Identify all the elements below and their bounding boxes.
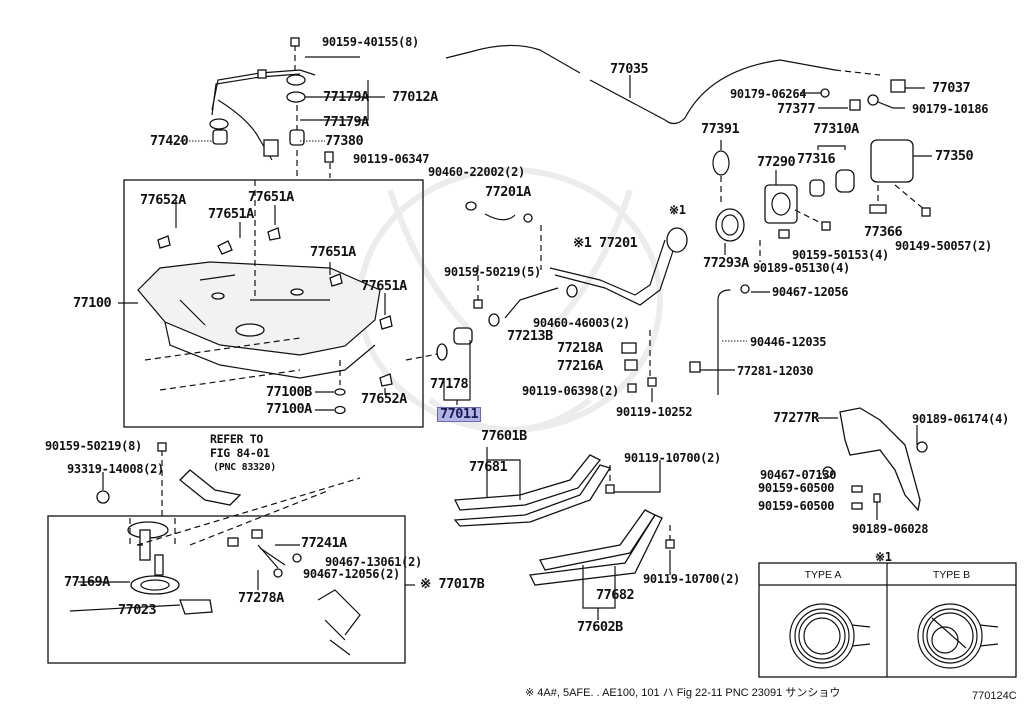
part-label-77100A[interactable]: 77100A [266, 401, 312, 417]
part-label-90460-22002[interactable]: 90460-22002(2) [428, 165, 525, 179]
fuel-pump-77017B [69, 442, 415, 656]
part-label-77651A[interactable]: 77651A [208, 206, 254, 222]
part-label-77290[interactable]: 77290 [757, 154, 796, 170]
type-legend-mark: ※1 [875, 550, 892, 564]
type-b-header: TYPE B [932, 569, 971, 581]
part-label-77651A[interactable]: 77651A [310, 244, 356, 260]
part-label-90467-07130[interactable]: 90467-07130 [760, 468, 837, 482]
part-label-90189-06174[interactable]: 90189-06174(4) [912, 412, 1009, 426]
part-label-77602B[interactable]: 77602B [577, 619, 623, 635]
part-label-90119-10700[interactable]: 90119-10700(2) [643, 572, 740, 586]
part-label-77179A[interactable]: 77179A [323, 114, 369, 130]
part-label-90119-10700[interactable]: 90119-10700(2) [624, 451, 721, 465]
splash-guard-77277R [818, 407, 928, 520]
part-label-77023[interactable]: 77023 [118, 602, 157, 618]
part-label-90119-06398[interactable]: 90119-06398(2) [522, 384, 619, 398]
footnote: ※ 4A#, 5AFE. . AE100, 101 ハ Fig 22-11 PN… [525, 687, 841, 699]
part-label-77277R[interactable]: 77277R [773, 410, 819, 426]
part-label-77652A[interactable]: 77652A [140, 192, 186, 208]
filler-pipe-77201 [405, 201, 688, 405]
part-label-90467-12056[interactable]: 90467-12056(2) [303, 567, 400, 581]
part-label-77681[interactable]: 77681 [469, 459, 508, 475]
part-label-77241A[interactable]: 77241A [301, 535, 347, 551]
part-label-90159-50153[interactable]: 90159-50153(4) [792, 248, 889, 262]
part-label-77037[interactable]: 77037 [932, 80, 971, 96]
fuel-lines-icon [317, 589, 361, 656]
part-label-77651A[interactable]: 77651A [361, 278, 407, 294]
part-label-77380[interactable]: 77380 [325, 133, 364, 149]
fuel-pump-group-box [47, 515, 406, 664]
part-label-90159-60500[interactable]: 90159-60500 [758, 481, 835, 495]
fuel-lid-parts [689, 79, 932, 395]
part-label-90446-12035[interactable]: 90446-12035 [750, 335, 827, 349]
part-label-77350[interactable]: 77350 [935, 148, 974, 164]
part-label-77281-12030[interactable]: 77281-12030 [737, 364, 814, 378]
part-label-77201[interactable]: ※1 77201 [573, 235, 638, 251]
part-label-77391[interactable]: 77391 [701, 121, 740, 137]
fuel-tank-77100 [118, 180, 393, 415]
part-label-77377[interactable]: 77377 [777, 101, 816, 117]
part-label-90159-50219-5[interactable]: 90159-50219(5) [444, 265, 541, 279]
part-label-90467-12056[interactable]: 90467-12056 [772, 285, 849, 299]
refer-note-line3[interactable]: (PNC 83320) [213, 462, 276, 473]
part-label-90189-05130[interactable]: 90189-05130(4) [753, 261, 850, 275]
part-label-77017B[interactable]: ※ 77017B [420, 576, 485, 592]
part-label-90179-06264[interactable]: 90179-06264 [730, 87, 807, 101]
vent-tube-77012A [180, 37, 385, 178]
part-label-77218A[interactable]: 77218A [557, 340, 603, 356]
part-label-77011-highlighted[interactable]: 77011 [437, 407, 482, 422]
refer-note-line1: REFER TO [210, 432, 263, 446]
type-b-cap-icon [917, 603, 999, 669]
part-label-77169A[interactable]: 77169A [64, 574, 110, 590]
type-a-cap-icon [789, 603, 871, 669]
part-label-90179-10186[interactable]: 90179-10186 [912, 102, 989, 116]
part-label-93319-14008[interactable]: 93319-14008(2) [67, 462, 164, 476]
part-label-77178[interactable]: 77178 [430, 376, 469, 392]
part-label-77652A[interactable]: 77652A [361, 391, 407, 407]
part-label-90159-60500[interactable]: 90159-60500 [758, 499, 835, 513]
part-label-90467-13061[interactable]: 90467-13061(2) [325, 555, 422, 569]
part-label-77035[interactable]: 77035 [610, 61, 649, 77]
part-label-77366[interactable]: 77366 [864, 224, 903, 240]
part-label-77601B[interactable]: 77601B [481, 428, 527, 444]
part-label-90159-50219-8[interactable]: 90159-50219(8) [45, 439, 142, 453]
part-label-90460-46003[interactable]: 90460-46003(2) [533, 316, 630, 330]
part-label-77179A[interactable]: 77179A [323, 89, 369, 105]
fuel-lid-cable-77035 [445, 44, 881, 125]
note-mark-1: ※1 [669, 203, 686, 217]
type-legend-box [758, 562, 1017, 678]
part-label-90189-06028[interactable]: 90189-06028 [852, 522, 929, 536]
tank-straps [453, 447, 675, 620]
refer-note-line2: FIG 84-01 [210, 446, 270, 460]
diagram-code: 770124C [972, 690, 1017, 702]
part-label-90119-06347[interactable]: 90119-06347 [353, 152, 430, 166]
part-label-90149-50057[interactable]: 90149-50057(2) [895, 239, 992, 253]
part-label-77100[interactable]: 77100 [73, 295, 112, 311]
part-label-77682[interactable]: 77682 [596, 587, 635, 603]
part-label-90159-40155[interactable]: 90159-40155(8) [322, 35, 419, 49]
part-label-77651A[interactable]: 77651A [248, 189, 294, 205]
type-a-header: TYPE A [804, 569, 842, 581]
part-label-77216A[interactable]: 77216A [557, 358, 603, 374]
part-label-77310A[interactable]: 77310A [813, 121, 859, 137]
part-label-90119-10252[interactable]: 90119-10252 [616, 405, 693, 419]
part-label-77316[interactable]: 77316 [797, 151, 836, 167]
part-label-77201A[interactable]: 77201A [485, 184, 531, 200]
part-label-77012A[interactable]: 77012A [392, 89, 438, 105]
part-label-77213B[interactable]: 77213B [507, 328, 553, 344]
part-label-77278A[interactable]: 77278A [238, 590, 284, 606]
part-label-77420[interactable]: 77420 [150, 133, 189, 149]
part-label-77293A[interactable]: 77293A [703, 255, 749, 271]
part-label-77100B[interactable]: 77100B [266, 384, 312, 400]
